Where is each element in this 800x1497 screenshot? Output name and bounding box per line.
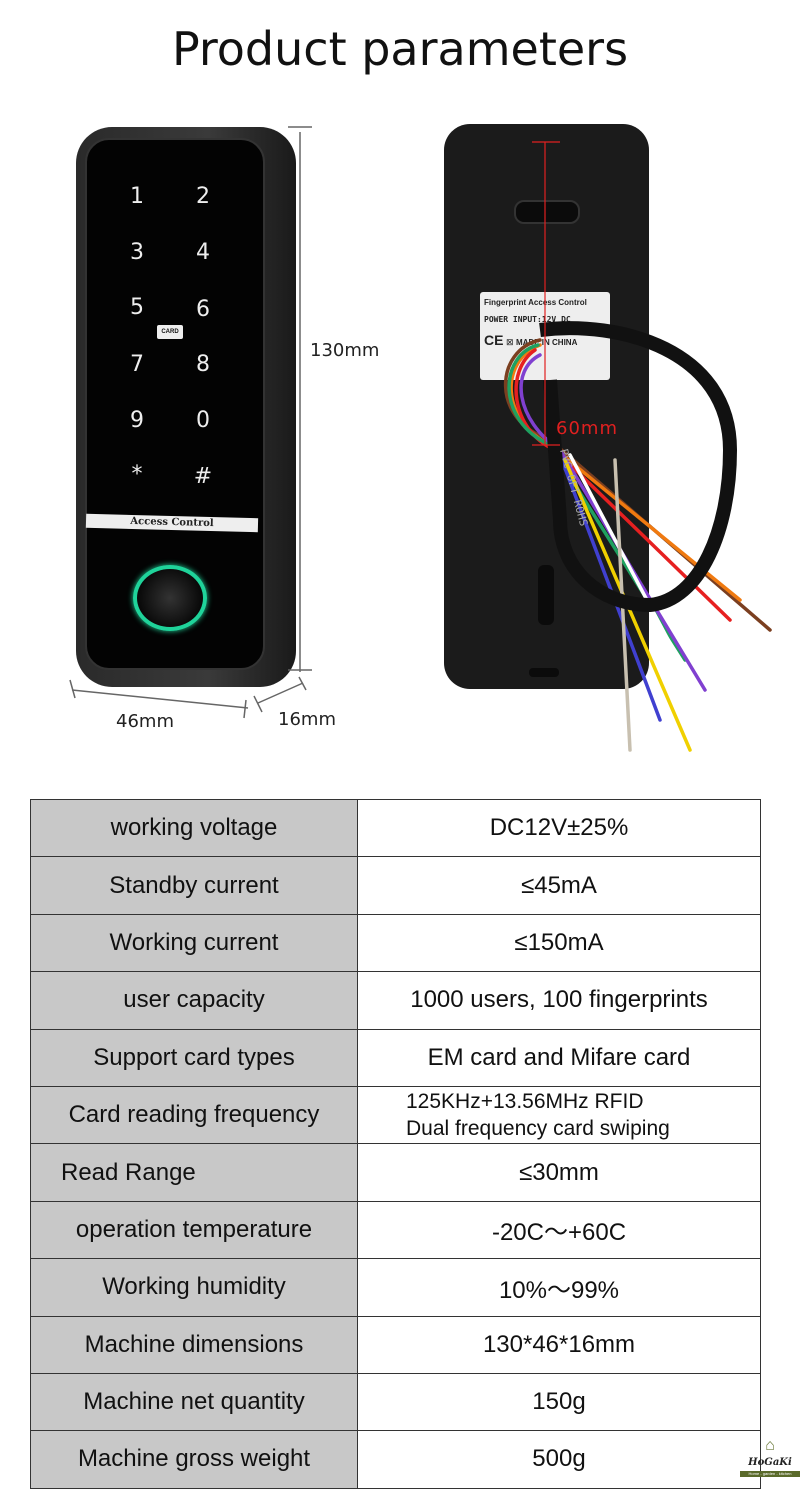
spec-name: Machine net quantity [30, 1372, 358, 1432]
connector-slot [514, 200, 580, 224]
spec-name: Card reading frequency [30, 1085, 358, 1145]
table-row: Read Range≤30mm [30, 1143, 761, 1202]
spec-value: 150g [357, 1372, 761, 1432]
table-row: operation temperature-20C～+60C [30, 1200, 761, 1260]
spec-name: Working humidity [30, 1258, 358, 1317]
key-4: 4 [196, 240, 210, 265]
brand-logo: ⌂ HoGaKi Home - garden - kitchen [740, 1436, 800, 1477]
key-0: 0 [196, 408, 210, 433]
key-5: 5 [130, 295, 144, 320]
table-row: Working current≤150mA [30, 913, 761, 973]
spacing-label: 60mm [556, 418, 618, 439]
spec-value-line1: 125KHz+13.56MHz RFID [406, 1090, 644, 1114]
page-title: Product parameters [171, 22, 629, 76]
spec-value-line2: Dual frequency card swiping [406, 1117, 670, 1141]
leaf-house-icon: ⌂ [765, 1437, 775, 1454]
spec-value: ≤30mm [357, 1143, 761, 1202]
spec-value: 10%～99% [357, 1258, 761, 1317]
spec-name: Machine gross weight [30, 1430, 358, 1489]
screw-slot [538, 565, 554, 625]
fingerprint-sensor-icon [133, 565, 207, 631]
depth-label: 16mm [278, 709, 336, 730]
spec-value: ≤150mA [357, 913, 761, 973]
weee-icon: ⊠ [505, 337, 514, 347]
key-8: 8 [196, 352, 210, 377]
spec-value: DC12V±25% [357, 798, 761, 858]
spec-value: 1000 users, 100 fingerprints [357, 971, 761, 1030]
key-3: 3 [130, 240, 144, 265]
bottom-slot [529, 668, 559, 677]
spec-value: EM card and Mifare card [357, 1028, 761, 1087]
logo-name: HoGaKi [748, 1457, 792, 1468]
spec-name: working voltage [30, 798, 358, 858]
width-label: 46mm [116, 711, 174, 732]
spec-value: 500g [357, 1430, 761, 1489]
dimension-lines [69, 126, 312, 719]
spec-value: -20C～+60C [357, 1200, 761, 1260]
height-label: 130mm [310, 340, 380, 361]
spec-name: Working current [30, 913, 358, 973]
spec-name: user capacity [30, 971, 358, 1030]
key-1: 1 [130, 184, 144, 209]
cable-bundle: PVC OFT ROHS [503, 141, 772, 752]
ce-mark: CE [484, 332, 504, 348]
spec-value: ≤45mA [357, 856, 761, 915]
spec-name: operation temperature [30, 1200, 358, 1260]
key-7: 7 [130, 352, 144, 377]
key-star: * [131, 462, 143, 487]
spec-value: 125KHz+13.56MHz RFID Dual frequency card … [357, 1085, 761, 1145]
label-title: Fingerprint Access Control [484, 298, 587, 307]
key-9: 9 [130, 408, 144, 433]
card-icon: CARD [157, 325, 183, 339]
spec-name: Read Range [30, 1143, 358, 1202]
spec-value: 130*46*16mm [357, 1315, 761, 1374]
key-hash: # [193, 464, 213, 489]
table-row: Standby current≤45mA [30, 856, 761, 915]
logo-tagline: Home - garden - kitchen [740, 1471, 800, 1477]
spec-name: Support card types [30, 1028, 358, 1087]
label-power: POWER INPUT:12V DC [484, 315, 571, 324]
spec-name: Machine dimensions [30, 1315, 358, 1374]
label-origin: MADE IN CHINA [516, 338, 578, 347]
key-2: 2 [196, 184, 210, 209]
spec-name: Standby current [30, 856, 358, 915]
key-6: 6 [196, 297, 210, 322]
